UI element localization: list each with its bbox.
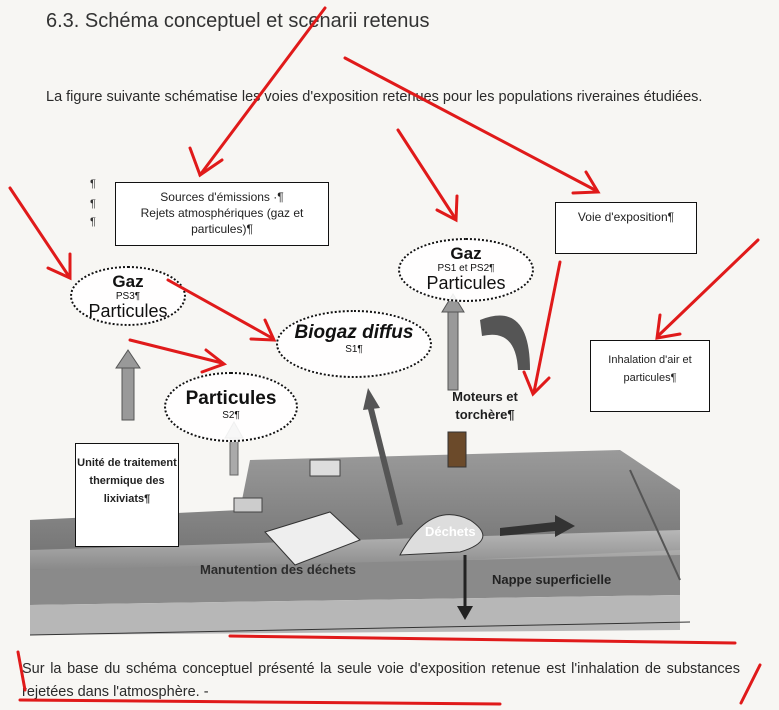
dechets-balloon <box>399 514 484 556</box>
paragraph-mark: ¶ <box>90 216 96 228</box>
torch-flame <box>480 315 530 370</box>
gaz-particules-right-oval: Gaz PS1 et PS2¶ Particules <box>398 238 534 302</box>
bulldozer-icon <box>233 497 263 513</box>
particules-left-label: Particules <box>88 301 168 321</box>
particules-oval: Particules S2¶ <box>164 372 298 442</box>
slope-line <box>629 469 681 581</box>
section-heading: 6.3. Schéma conceptuel et scenarii reten… <box>46 10 430 32</box>
leachate-arrow-head <box>457 606 473 620</box>
inhalation-box: Inhalation d'air et particules¶ <box>590 340 710 412</box>
conclusion-paragraph: Sur la base du schéma conceptuel présent… <box>22 661 740 700</box>
traitement-thermique-box: Unité de traitement thermique des lixivi… <box>75 443 179 547</box>
waste-pile <box>264 511 361 566</box>
arrow-stem-right <box>447 309 459 391</box>
sources-line-1: Sources d'émissions ·¶ <box>160 190 284 204</box>
gaz-right-label: Gaz <box>450 244 482 263</box>
paragraph-mark: ¶ <box>90 198 96 210</box>
particules-label: Particules <box>185 388 277 409</box>
ground-line <box>30 621 691 636</box>
nappe-label: Nappe superficielle <box>492 572 612 587</box>
ps3-code: PS3¶ <box>115 291 141 302</box>
biogaz-arrow-head <box>363 388 380 410</box>
dechets-label: Déchets <box>425 524 476 539</box>
biogaz-arrow <box>367 404 403 526</box>
arrow-stem-left <box>121 364 135 421</box>
sources-emissions-box: Sources d'émissions ·¶ Rejets atmosphéri… <box>115 182 329 246</box>
moteurs-torchere-label: Moteurs et torchère¶ <box>452 389 518 422</box>
truck-icon <box>309 459 341 477</box>
arrow-head-left <box>115 349 141 369</box>
landfill-layer-middle <box>30 555 680 605</box>
gaz-particules-left-oval: Gaz PS3¶ Particules <box>70 266 186 326</box>
arrow-head-right <box>441 293 465 313</box>
particules-right-label: Particules <box>426 273 506 293</box>
flow-arrow <box>500 515 575 537</box>
paragraph-mark: ¶ <box>90 178 96 190</box>
ps1-ps2-code: PS1 et PS2¶ <box>437 263 495 274</box>
intro-paragraph: La figure suivante schématise les voies … <box>46 89 703 105</box>
manutention-label: Manutention des déchets <box>200 562 357 577</box>
s2-code: S2¶ <box>222 410 240 421</box>
conceptual-diagram: Sources d'émissions ·¶ Rejets atmosphéri… <box>30 160 730 640</box>
torch-stack <box>447 431 467 468</box>
voie-exposition-box: Voie d'exposition¶ <box>555 202 697 254</box>
biogaz-diffus-oval: Biogaz diffus S1¶ <box>276 310 432 378</box>
s1-code: S1¶ <box>345 344 363 355</box>
sources-line-2: Rejets atmosphériques (gaz et particules… <box>140 206 304 236</box>
site-illustration <box>30 293 691 636</box>
red-bracket <box>739 663 762 705</box>
gaz-left-label: Gaz <box>112 272 144 291</box>
biogaz-label: Biogaz diffus <box>294 322 414 343</box>
